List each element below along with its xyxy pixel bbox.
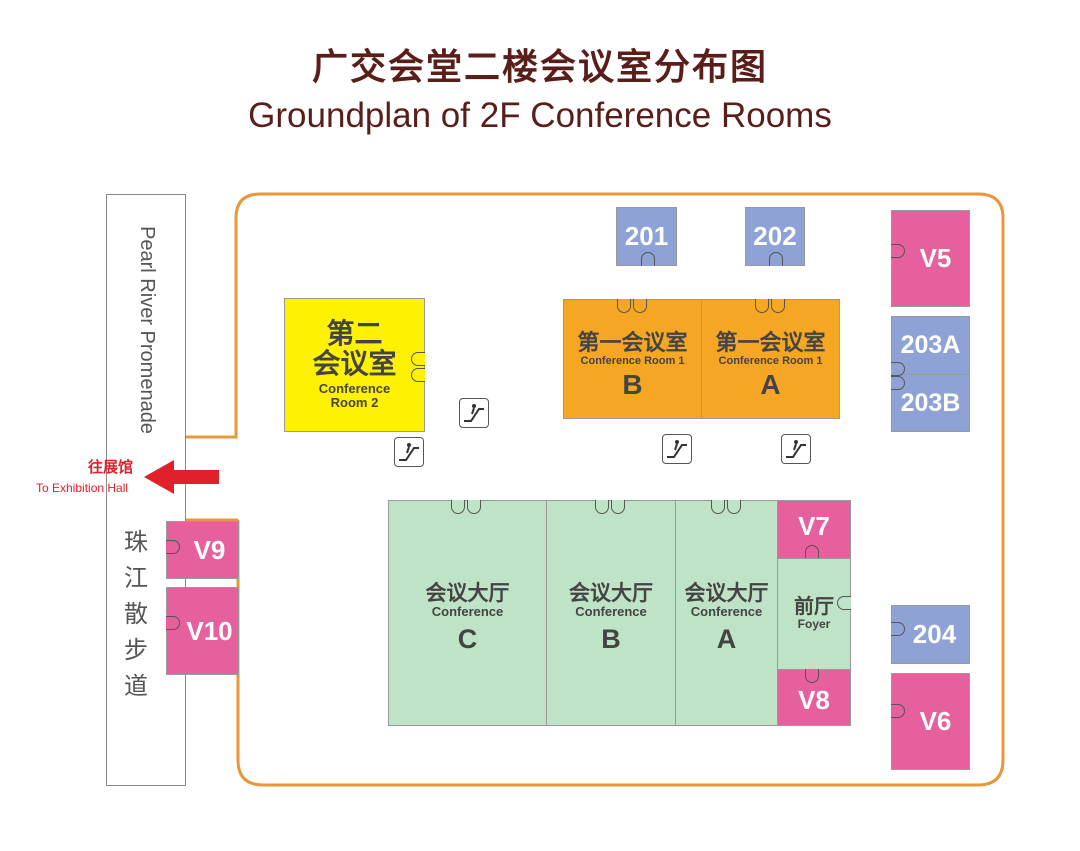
- room-number: V10: [186, 615, 233, 646]
- promenade-char: 散: [124, 600, 148, 628]
- escalator-icon: [662, 434, 692, 464]
- door-icon: [771, 299, 785, 313]
- door-icon: [891, 376, 905, 390]
- escalator-icon: [459, 398, 489, 428]
- door-icon: [617, 299, 631, 313]
- room-number: V5: [919, 243, 952, 273]
- escalator-icon: [781, 434, 811, 464]
- escalator-icon: [394, 437, 424, 467]
- room-name-english: Foyer: [797, 616, 831, 631]
- door-icon: [891, 362, 905, 376]
- conference-room-1b[interactable]: 第一会议室 Conference Room 1 B: [563, 299, 702, 419]
- room-number: 203B: [900, 388, 961, 417]
- promenade-char: 道: [124, 672, 148, 700]
- conference-hall-b[interactable]: 会议大厅 Conference B: [546, 500, 676, 726]
- room-204[interactable]: 204: [891, 605, 970, 664]
- room-name-chinese: 第二: [326, 318, 383, 350]
- room-name-english: Conference: [431, 604, 504, 620]
- door-icon: [837, 596, 851, 610]
- door-icon: [727, 500, 741, 514]
- room-number: V7: [798, 511, 830, 541]
- arrow-left-icon: [144, 460, 219, 494]
- direction-label-english: To Exhibition Hall: [36, 481, 129, 495]
- promenade-label-english: Pearl River Promenade: [136, 226, 158, 434]
- conference-hall-a[interactable]: 会议大厅 Conference A: [675, 500, 778, 726]
- door-icon: [595, 500, 609, 514]
- door-icon: [411, 352, 425, 366]
- conference-hall-c[interactable]: 会议大厅 Conference C: [388, 500, 547, 726]
- promenade-char: 珠: [124, 528, 148, 556]
- promenade-char: 步: [124, 636, 148, 664]
- room-letter: B: [601, 623, 621, 654]
- map-title-chinese: 广交会堂二楼会议室分布图: [311, 47, 768, 88]
- vip-room-v8[interactable]: V8: [777, 669, 851, 726]
- door-icon: [166, 540, 180, 554]
- foyer[interactable]: 前厅 Foyer: [777, 558, 851, 670]
- door-icon: [166, 616, 180, 630]
- room-name-chinese: 第一会议室: [715, 330, 826, 356]
- room-letter: B: [622, 368, 643, 400]
- room-number: 204: [912, 619, 957, 649]
- door-icon: [769, 252, 783, 266]
- door-icon: [805, 669, 819, 683]
- room-number: 201: [624, 221, 669, 251]
- vip-room-v5[interactable]: V5: [891, 210, 970, 307]
- room-number: V9: [193, 534, 226, 565]
- door-icon: [451, 500, 465, 514]
- room-number: 202: [753, 221, 797, 251]
- room-name-english: Conference: [690, 604, 763, 620]
- door-icon: [805, 545, 819, 559]
- room-letter: C: [457, 623, 478, 654]
- door-icon: [891, 622, 905, 636]
- room-name-chinese: 第一会议室: [577, 330, 688, 356]
- room-name-english: Conference Room 1: [580, 354, 685, 367]
- door-icon: [641, 252, 655, 266]
- door-icon: [711, 500, 725, 514]
- room-name-english: Conference: [575, 604, 647, 620]
- vip-room-v6[interactable]: V6: [891, 673, 970, 770]
- room-name-chinese: 前厅: [794, 595, 834, 618]
- promenade-char: 江: [124, 564, 148, 592]
- room-name-chinese: 会议大厅: [569, 582, 653, 606]
- conference-room-2[interactable]: 第二 会议室 Conference Room 2: [284, 298, 425, 432]
- door-icon: [891, 244, 905, 258]
- promenade-label-chinese: 珠 江 散 步 道: [116, 524, 156, 704]
- door-icon: [467, 500, 481, 514]
- direction-label-chinese: 往展馆: [88, 458, 134, 476]
- room-letter: A: [760, 368, 781, 400]
- room-letter: A: [716, 623, 737, 654]
- room-name-chinese: 会议室: [312, 347, 397, 379]
- door-icon: [411, 368, 425, 382]
- room-number: V6: [919, 706, 952, 736]
- door-icon: [755, 299, 769, 313]
- room-name-chinese: 会议大厅: [425, 582, 510, 606]
- vip-room-v10[interactable]: V10: [166, 587, 239, 675]
- room-name-english: Conference Room 1: [718, 354, 823, 367]
- room-name-english: Conference: [318, 381, 391, 397]
- conference-room-1a[interactable]: 第一会议室 Conference Room 1 A: [701, 299, 840, 419]
- room-number: V8: [798, 685, 830, 715]
- room-name-chinese: 会议大厅: [684, 582, 769, 606]
- door-icon: [891, 704, 905, 718]
- room-number: 203A: [900, 331, 961, 359]
- door-icon: [633, 299, 647, 313]
- map-title-english: Groundplan of 2F Conference Rooms: [248, 96, 832, 135]
- door-icon: [611, 500, 625, 514]
- room-name-english: Room 2: [330, 395, 379, 411]
